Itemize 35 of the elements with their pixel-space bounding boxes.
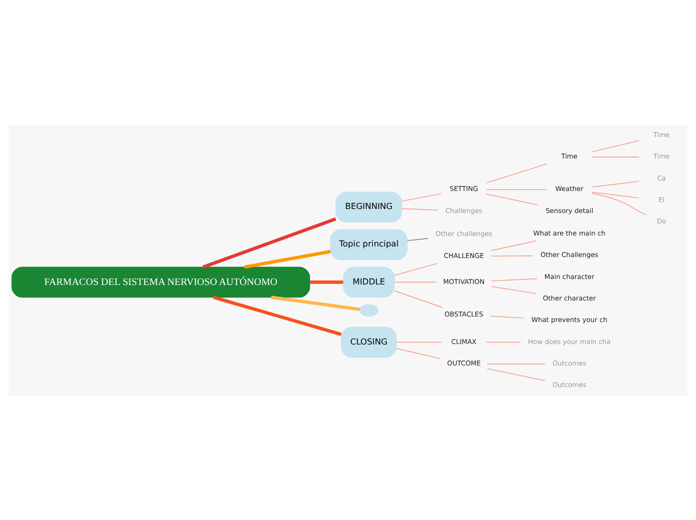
connector [491, 278, 538, 281]
connector [486, 162, 548, 183]
connector [486, 341, 521, 342]
node-box: FARMACOS DEL SISTEMA NERVIOSO AUTÓNOMO [12, 266, 310, 298]
connector [491, 286, 536, 294]
connector [592, 156, 640, 158]
connector [486, 362, 546, 364]
connector [401, 208, 438, 210]
node-box: MIDDLE [343, 266, 395, 298]
node-box: Topic principal [330, 228, 408, 260]
connector [490, 254, 534, 256]
connector [396, 348, 441, 359]
connector [592, 192, 647, 215]
connector [486, 368, 546, 381]
connector [592, 180, 640, 187]
connector [486, 193, 538, 205]
node-box: BEGINNING [336, 191, 402, 222]
node-oval [359, 304, 378, 316]
connector [244, 249, 331, 268]
connector [592, 191, 640, 198]
connector [401, 192, 442, 202]
node-box: CLOSING [340, 326, 397, 358]
connector [486, 188, 548, 190]
connector [394, 262, 438, 276]
connector [310, 280, 344, 284]
connector [490, 240, 536, 251]
connector [592, 140, 640, 152]
connector [212, 295, 342, 336]
connector [394, 281, 437, 282]
connector [490, 315, 524, 318]
connector [394, 290, 443, 308]
connector [202, 216, 336, 268]
connector [396, 341, 442, 342]
connector [406, 238, 428, 241]
connector [270, 295, 360, 311]
